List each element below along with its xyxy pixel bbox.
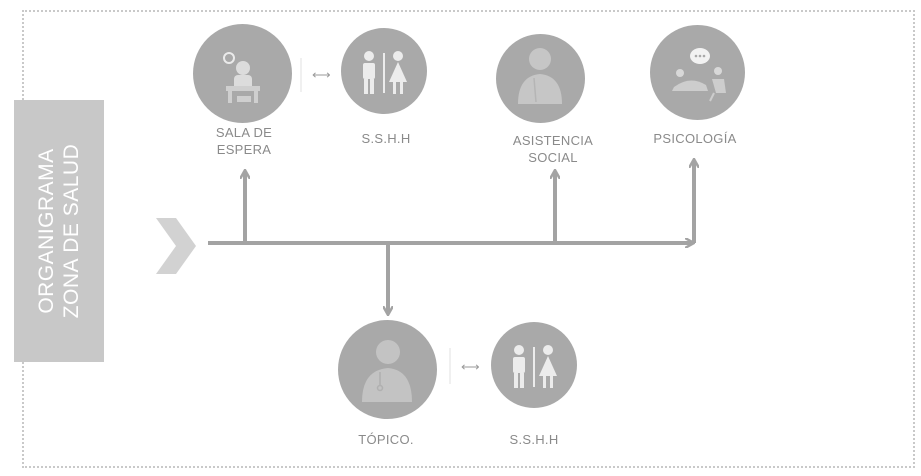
waiting-room-icon xyxy=(223,52,260,103)
social-worker-icon xyxy=(518,48,562,104)
label-sshh-bottom: S.S.H.H xyxy=(509,432,559,447)
node-psicologia xyxy=(650,25,745,120)
link-arrow-bottom: ⟷ xyxy=(461,359,480,374)
side-title-panel xyxy=(14,100,104,362)
label-topico: TÓPICO. xyxy=(358,432,414,447)
node-sshh-top xyxy=(341,28,427,114)
label-asistencia-social-line2: SOCIAL xyxy=(528,150,578,165)
label-sala-espera-line2: ESPERA xyxy=(216,142,272,157)
start-chevron-icon xyxy=(156,218,196,274)
nurse-icon xyxy=(362,340,412,402)
restroom-icon xyxy=(513,345,557,388)
restroom-icon xyxy=(363,51,407,94)
label-sshh-top: S.S.H.H xyxy=(361,131,411,146)
node-sshh-bottom xyxy=(491,322,577,408)
label-sala-espera: SALA DE ESPERA xyxy=(216,124,272,158)
node-asistencia-social xyxy=(496,34,585,123)
label-sala-espera-line1: SALA DE xyxy=(215,125,273,140)
link-arrow-top: ⟷ xyxy=(312,67,331,82)
node-sala-espera xyxy=(193,24,292,123)
label-psicologia: PSICOLOGÍA xyxy=(653,131,737,146)
psychology-session-icon xyxy=(672,48,726,102)
node-topico xyxy=(338,320,437,419)
label-asistencia-social: ASISTENCIA SOCIAL xyxy=(513,132,593,166)
label-asistencia-social-line1: ASISTENCIA xyxy=(512,133,594,148)
